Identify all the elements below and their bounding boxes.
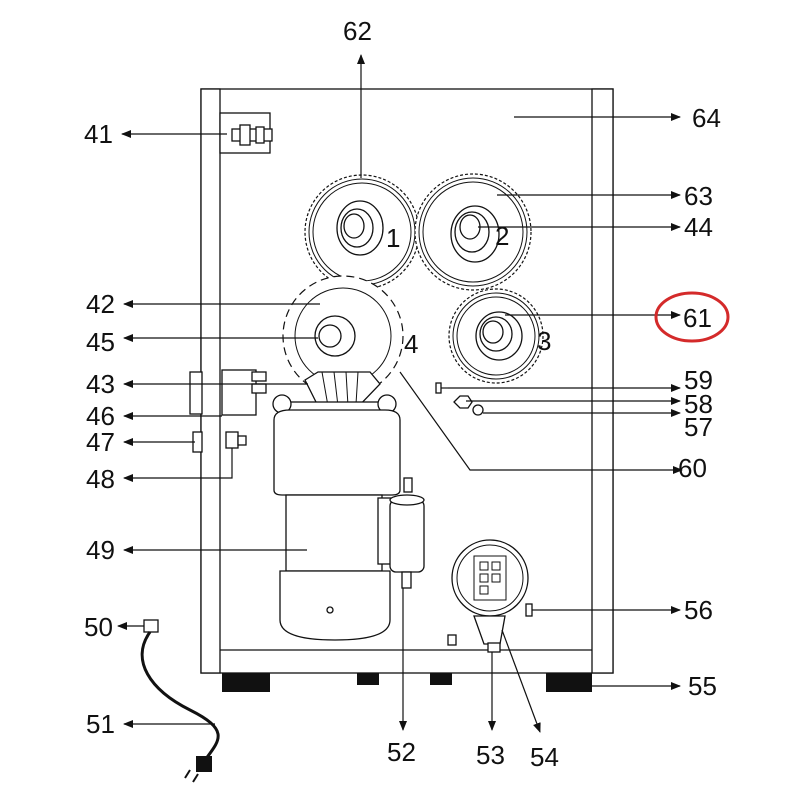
latch-41 [219,112,273,154]
callout-58: 58 [684,389,713,419]
gear-1 [304,174,420,290]
callout-49: 49 [86,535,115,565]
callout-52: 52 [387,737,416,767]
callout-57: 57 [684,412,713,442]
gear-3 [448,288,544,384]
callout-42: 42 [86,289,115,319]
callout-60: 60 [678,453,707,483]
callout-47: 47 [86,427,115,457]
gear-2 [414,173,532,291]
callout-41: 41 [84,119,113,149]
callout-44: 44 [684,212,713,242]
gear-number-4: 4 [404,329,418,359]
bevel-gear-4 [282,275,404,411]
leader-lines [117,54,683,733]
gear-number-3: 3 [537,326,551,356]
gear-number-1: 1 [386,223,400,253]
callout-51: 51 [86,709,115,739]
callout-61: 61 [683,303,712,333]
callout-55: 55 [688,671,717,701]
screw-59 [435,382,448,394]
highlight-ring [654,291,730,343]
callout-62: 62 [343,16,372,46]
washer-57 [472,404,484,416]
gear-number-2: 2 [495,221,509,251]
callout-53: 53 [476,740,505,770]
switch-43-46 [189,369,267,416]
callout-59: 59 [684,365,713,395]
screw-bottom [447,634,457,646]
callout-56: 56 [684,595,713,625]
callout-48: 48 [86,464,115,494]
callout-43: 43 [86,369,115,399]
callout-50: 50 [84,612,113,642]
screw-56 [525,603,540,617]
callout-54: 54 [530,742,559,772]
callout-63: 63 [684,181,713,211]
nut-58 [453,395,473,409]
power-cord-51 [140,619,220,783]
motor-49 [272,394,401,641]
callout-64: 64 [692,103,721,133]
callout-45: 45 [86,327,115,357]
capacitor-52 [377,477,425,589]
gauge-53 [451,539,529,653]
callout-46: 46 [86,401,115,431]
